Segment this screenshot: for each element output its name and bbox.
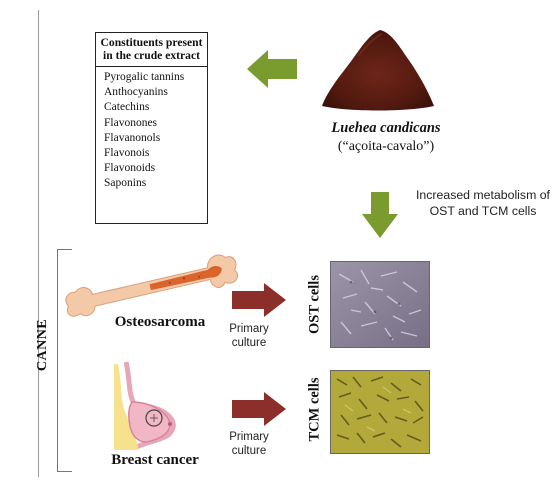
- constituent-item: Catechins: [104, 101, 150, 114]
- canne-label: CANNE: [35, 318, 50, 372]
- red-arrow-breast: [232, 392, 286, 426]
- constituent-item: Saponins: [104, 177, 147, 190]
- canne-bracket: [57, 249, 72, 472]
- ost-cells-label: OST cells: [306, 275, 323, 334]
- constituent-item: Flavanonols: [104, 131, 161, 144]
- constituent-item: Flavonoids: [104, 162, 156, 175]
- constituents-box: Constituents present in the crude extrac…: [95, 32, 208, 224]
- common-name: (“açoita-cavalo”): [337, 139, 435, 154]
- primary-culture-label-ost: Primary culture: [229, 323, 269, 349]
- constituent-item: Anthocyanins: [104, 86, 168, 99]
- effect-label: Increased metabolism of OST and TCM cell…: [416, 188, 550, 218]
- breast-cancer-label: Breast cancer: [111, 452, 199, 468]
- tcm-cells-label: TCM cells: [306, 377, 323, 442]
- green-arrow-down: [362, 192, 398, 238]
- constituents-list: Pyrogalic tannins Anthocyanins Catechins…: [96, 67, 207, 192]
- extract-powder-image: [322, 30, 434, 111]
- constituent-item: Flavonones: [104, 116, 158, 129]
- primary-culture-label-tcm: Primary culture: [229, 431, 269, 457]
- green-arrow-left: [247, 50, 297, 88]
- constituents-title: Constituents present in the crude extrac…: [96, 33, 207, 67]
- red-arrow-osteosarcoma: [232, 283, 286, 317]
- left-divider-line: [38, 10, 39, 477]
- tcm-cells-micrograph: [330, 370, 430, 454]
- ost-cells-micrograph: [330, 261, 430, 348]
- constituent-item: Pyrogalic tannins: [104, 71, 185, 83]
- bone-illustration: [65, 254, 239, 317]
- osteosarcoma-label: Osteosarcoma: [114, 314, 206, 330]
- breast-illustration: [114, 361, 176, 451]
- species-name: Luehea candicans: [331, 120, 441, 136]
- constituent-item: Flavonois: [104, 147, 150, 160]
